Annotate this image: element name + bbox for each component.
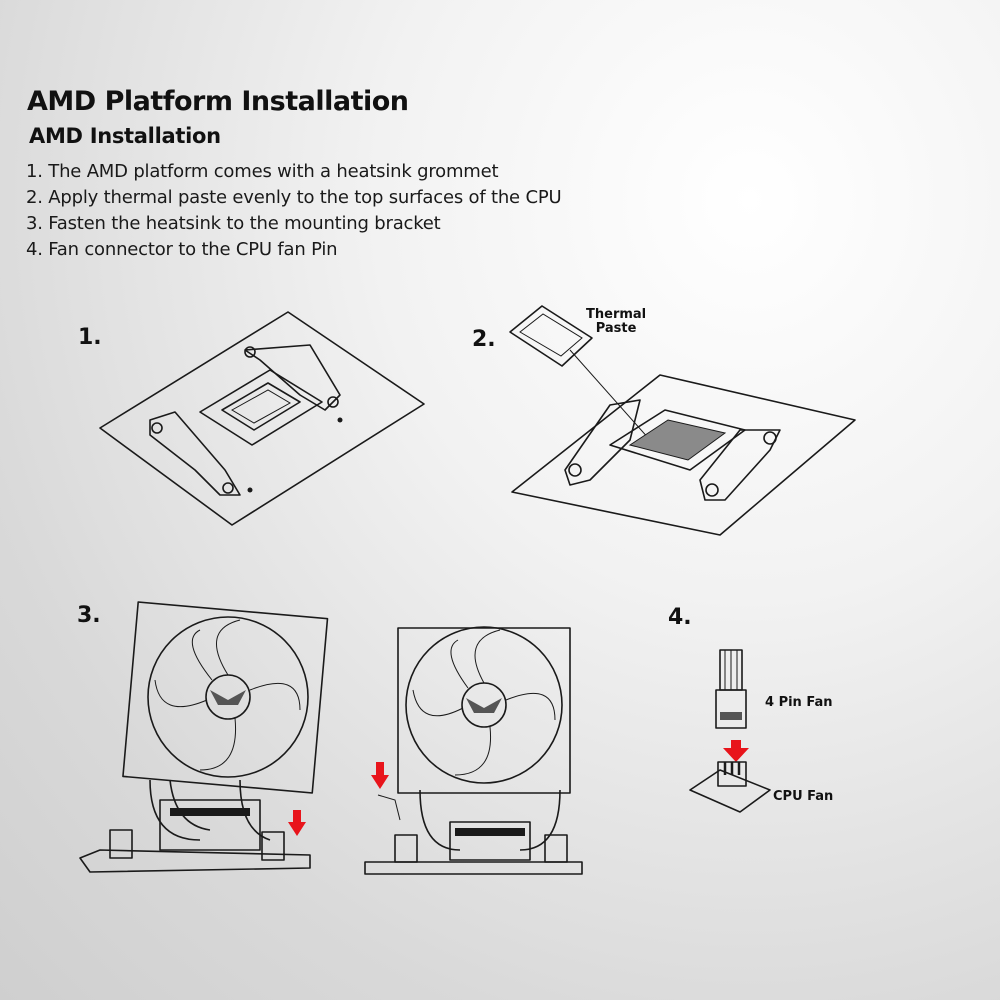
step-1-text: 1. The AMD platform comes with a heatsin… <box>26 161 499 182</box>
cpu-fan-label: CPU Fan <box>773 789 834 804</box>
figure-3-heatsink-right <box>364 626 583 875</box>
figure-2-cpu-thermal-paste <box>509 305 856 536</box>
figure-4-fan-connector <box>689 649 771 813</box>
step-4-text: 4. Fan connector to the CPU fan Pin <box>26 239 338 260</box>
step-3-text: 3. Fasten the heatsink to the mounting b… <box>26 213 441 234</box>
figure-1-motherboard-socket <box>99 311 425 526</box>
thermal-paste-label: Thermal Paste <box>586 308 646 336</box>
figure-4-number: 4. <box>668 605 692 630</box>
section-subtitle: AMD Installation <box>29 124 221 148</box>
four-pin-fan-label: 4 Pin Fan <box>765 695 833 710</box>
figure-3-number: 3. <box>77 603 101 628</box>
page-title: AMD Platform Installation <box>27 86 409 117</box>
step-2-text: 2. Apply thermal paste evenly to the top… <box>26 187 562 208</box>
figure-2-number: 2. <box>472 327 496 352</box>
thermal-label-line2: Paste <box>595 321 637 336</box>
figure-1-number: 1. <box>78 325 102 350</box>
thermal-label-line1: Thermal <box>586 307 647 322</box>
figure-3-heatsink-left <box>79 601 329 873</box>
